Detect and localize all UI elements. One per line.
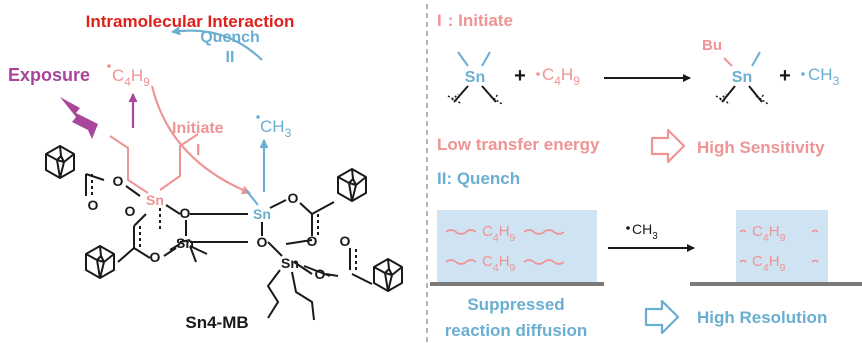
hollow-arrow-2 bbox=[644, 299, 680, 335]
molecule-label: Sn4-MB bbox=[185, 313, 248, 332]
ch3-quench: CH3 bbox=[632, 221, 658, 242]
wavy-arrows-right bbox=[739, 229, 819, 263]
sn-center-product: Bu Sn bbox=[702, 37, 769, 105]
high-sensitivity-text: High Sensitivity bbox=[697, 138, 825, 157]
svg-text:Sn: Sn bbox=[176, 235, 194, 251]
c4h9-box-1: C4H9 bbox=[482, 223, 516, 244]
radical-ch3-r2: CH3 bbox=[808, 65, 840, 88]
svg-text:Sn: Sn bbox=[732, 69, 752, 86]
lightning-icon bbox=[60, 97, 98, 139]
adamantane-3 bbox=[85, 245, 115, 279]
svg-text:O: O bbox=[340, 233, 351, 249]
radical-dot bbox=[107, 64, 111, 68]
adamantane-2 bbox=[337, 168, 367, 202]
c4h9-box-2: C4H9 bbox=[482, 253, 516, 274]
svg-text:Sn: Sn bbox=[465, 69, 485, 86]
svg-text:Bu: Bu bbox=[702, 37, 722, 54]
adamantane-1 bbox=[45, 145, 75, 179]
svg-text:O: O bbox=[150, 249, 161, 265]
step1-title: I: Initiate bbox=[437, 11, 513, 30]
initiate-label: Initiate bbox=[172, 120, 224, 137]
radical-c4h9-left: C4H9 bbox=[112, 66, 150, 89]
quench-arrow bbox=[171, 26, 263, 61]
adamantane-4 bbox=[373, 258, 403, 292]
plus-2: + bbox=[779, 65, 791, 87]
quench-roman: II bbox=[226, 49, 235, 66]
low-energy-text: Low transfer energy bbox=[437, 135, 600, 154]
radical-dot-r2 bbox=[801, 72, 805, 76]
exposure-label: Exposure bbox=[8, 65, 90, 85]
radical-dot-r3 bbox=[626, 226, 630, 230]
svg-text:O: O bbox=[307, 233, 318, 249]
hollow-arrow-1 bbox=[650, 128, 686, 164]
svg-text:O: O bbox=[113, 173, 124, 189]
diffusion-box-left bbox=[437, 210, 597, 282]
svg-text:Sn: Sn bbox=[281, 255, 299, 271]
svg-text:O: O bbox=[288, 190, 299, 206]
c4h9-box-4: C4H9 bbox=[752, 253, 786, 274]
radical-dot-ch3 bbox=[256, 115, 260, 119]
suppressed-line2: reaction diffusion bbox=[445, 321, 588, 340]
sn4-mb-molecule bbox=[85, 133, 373, 321]
c4h9-box-3: C4H9 bbox=[752, 223, 786, 244]
diffusion-box-right bbox=[736, 210, 828, 282]
svg-text:O: O bbox=[257, 234, 268, 250]
svg-text:Sn: Sn bbox=[253, 206, 271, 222]
svg-text:Sn: Sn bbox=[146, 192, 164, 208]
left-title: Intramolecular Interaction bbox=[86, 12, 295, 31]
high-resolution-text: High Resolution bbox=[697, 308, 827, 327]
svg-text:O: O bbox=[180, 205, 191, 221]
radical-ch3-left: CH3 bbox=[260, 117, 292, 140]
sn-center-reactant: Sn bbox=[447, 51, 503, 105]
initiate-roman: I bbox=[196, 142, 200, 159]
initiate-arrow bbox=[150, 85, 251, 195]
wavy-arrows-left bbox=[445, 229, 565, 265]
svg-text:O: O bbox=[125, 203, 136, 219]
radical-dot-r1 bbox=[536, 72, 540, 76]
step2-title: II: Quench bbox=[437, 169, 520, 188]
plus-1: + bbox=[514, 65, 526, 87]
radical-c4h9-r1: C4H9 bbox=[542, 65, 580, 88]
svg-text:O: O bbox=[315, 266, 326, 282]
atom-labels: Sn Sn Sn Sn O O O O O O O O O O bbox=[88, 173, 351, 282]
suppressed-line1: Suppressed bbox=[467, 295, 564, 314]
svg-text:O: O bbox=[88, 197, 99, 213]
